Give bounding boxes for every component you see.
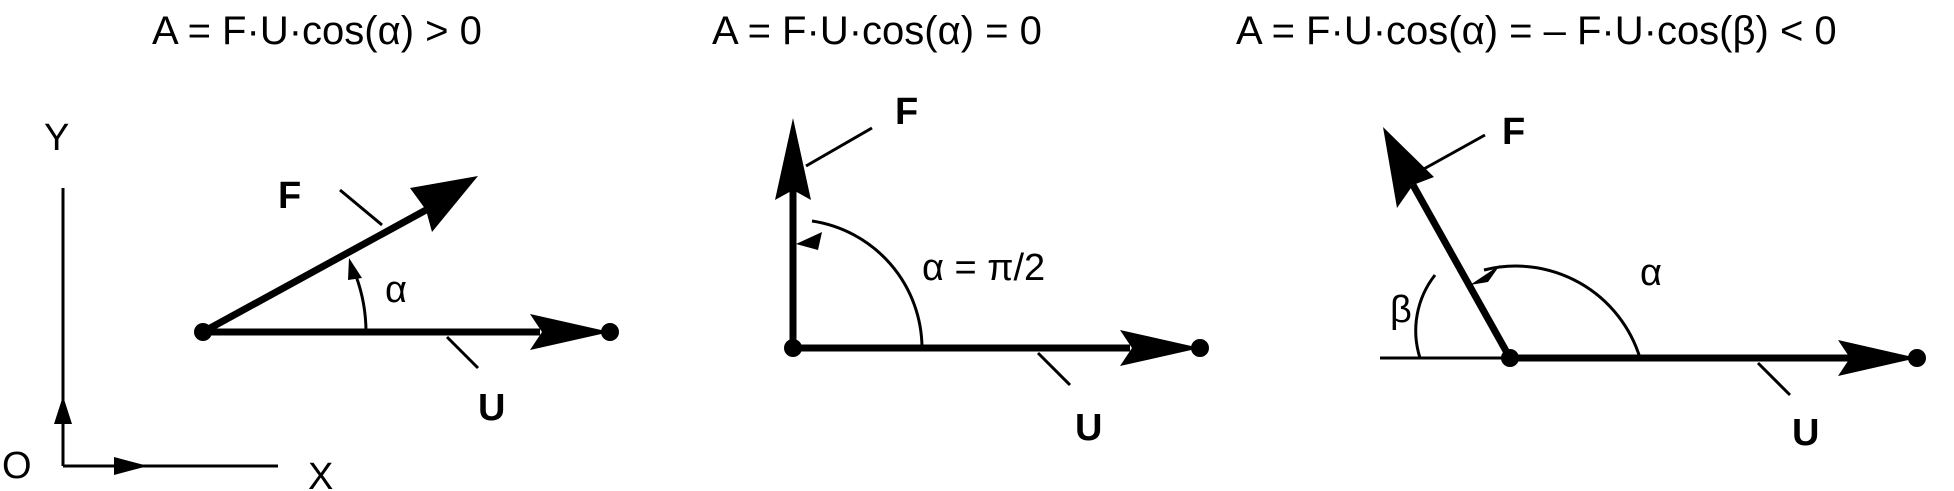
displacement-arrowhead [1120,330,1200,366]
force-arrowhead [775,118,811,200]
alpha-angle-arc [811,219,924,349]
y-axis-label: Y [44,117,69,159]
force-label: F [1502,111,1525,153]
force-label-leader [805,126,873,168]
alpha-label: α [1640,252,1662,294]
force-label: F [895,91,918,133]
end-point [1908,349,1926,367]
displacement-label: U [1792,412,1819,454]
x-axis-label: X [308,456,333,491]
displacement-arrowhead [530,314,610,350]
force-vector-f [201,206,428,336]
force-arrowhead [410,176,478,232]
panel-zero-work: F U α = π/2 [775,91,1209,449]
y-unit-arrowhead [54,396,72,424]
formula-positive: A = F·U·cos(α) > 0 [152,9,482,53]
beta-label: β [1390,289,1412,331]
displacement-arrowhead [1838,340,1917,376]
displacement-label-leader [1036,351,1072,387]
force-label: F [278,175,301,217]
displacement-label-leader [1756,361,1792,397]
alpha-arc-arrowhead [796,232,822,250]
x-unit-arrowhead [114,457,148,475]
force-arrowhead [1383,127,1434,208]
end-point [601,323,619,341]
displacement-label: U [1075,407,1102,449]
displacement-label: U [478,387,505,429]
force-label-leader [339,188,383,227]
alpha-label: α = π/2 [922,247,1045,289]
panel-positive-work: F U α [194,175,619,429]
beta-angle-arc [1414,274,1437,359]
formula-zero: A = F·U·cos(α) = 0 [712,9,1042,53]
displacement-label-leader [445,335,480,370]
force-label-leader [1421,133,1486,172]
origin-label: O [2,445,32,487]
alpha-angle-arc [1483,264,1642,359]
coordinate-axes: Y O X [2,117,333,491]
alpha-arc-arrowhead [348,258,362,280]
formula-negative: A = F·U·cos(α) = – F·U·cos(β) < 0 [1236,9,1837,53]
alpha-label: α [385,269,407,311]
end-point [1191,339,1209,357]
alpha-angle-arc [354,275,368,333]
alpha-arc-arrowhead [1470,265,1500,285]
force-vector-f [1409,183,1514,360]
panel-negative-work: F U α β [1380,111,1926,454]
